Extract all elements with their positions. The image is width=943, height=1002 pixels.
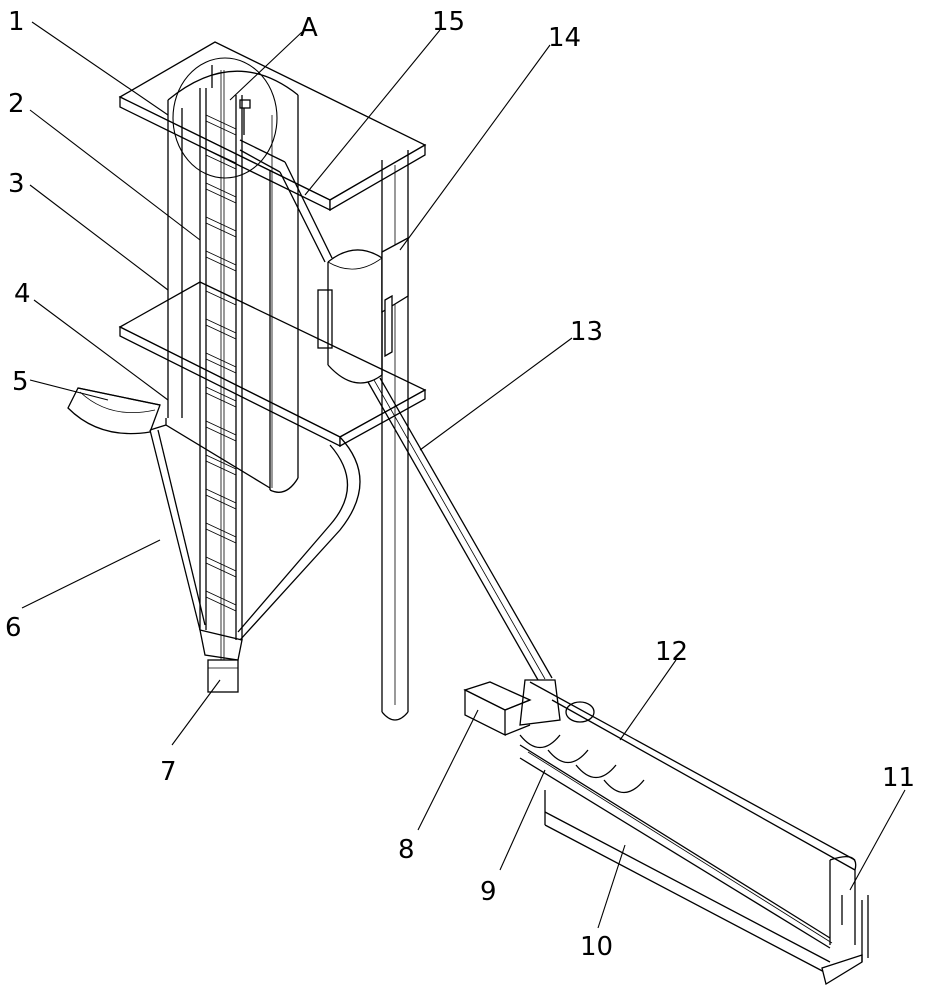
callout-9: 9 <box>480 877 497 907</box>
callout-2: 2 <box>8 89 25 119</box>
upper-platform <box>120 42 425 210</box>
callout-a: A <box>300 13 318 43</box>
callout-4: 4 <box>14 279 31 309</box>
inclined-tube <box>368 378 552 680</box>
callout-8: 8 <box>398 835 415 865</box>
leader-lines <box>22 22 905 928</box>
support-column <box>382 150 408 720</box>
callout-1: 1 <box>8 7 25 37</box>
callout-14: 14 <box>548 23 581 53</box>
callout-3: 3 <box>8 169 25 199</box>
lower-conveyor <box>465 680 868 984</box>
callout-6: 6 <box>5 613 22 643</box>
callout-7: 7 <box>160 757 177 787</box>
callout-13: 13 <box>570 317 603 347</box>
feed-chute <box>68 388 160 434</box>
vertical-screw-conveyor <box>200 70 242 660</box>
callout-15: 15 <box>432 7 465 37</box>
callout-12: 12 <box>655 637 688 667</box>
callout-11: 11 <box>882 763 915 793</box>
callout-10: 10 <box>580 932 613 962</box>
callout-5: 5 <box>12 367 29 397</box>
lower-cone <box>150 418 360 640</box>
